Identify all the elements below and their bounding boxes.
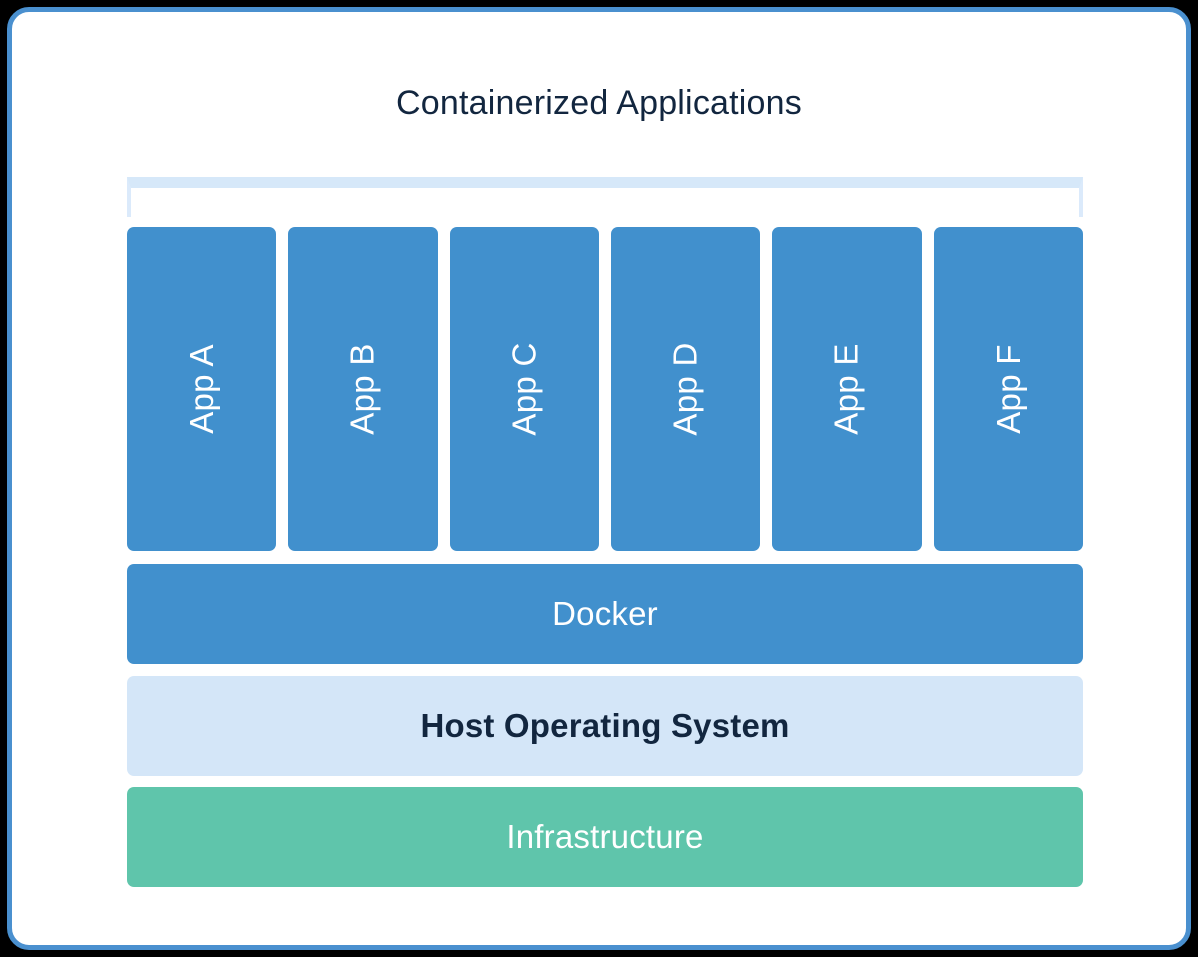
app-container-e-label: App E bbox=[827, 343, 865, 435]
app-container-row: App A App B App C App D App E App F bbox=[127, 227, 1083, 551]
containerized-apps-bracket bbox=[127, 177, 1083, 217]
app-container-b[interactable]: App B bbox=[288, 227, 438, 551]
diagram-card: Containerized Applications App A App B A… bbox=[7, 7, 1191, 950]
app-container-c[interactable]: App C bbox=[449, 227, 599, 551]
layer-docker-label: Docker bbox=[552, 595, 658, 632]
app-container-d-label: App D bbox=[666, 342, 704, 436]
layer-docker[interactable]: Docker bbox=[127, 564, 1083, 664]
app-container-f-label: App F bbox=[989, 344, 1027, 434]
layer-infrastructure-label: Infrastructure bbox=[506, 818, 704, 855]
app-container-d[interactable]: App D bbox=[610, 227, 761, 551]
app-container-a-label: App A bbox=[182, 344, 220, 434]
architecture-stack: App A App B App C App D App E App F Dock… bbox=[127, 177, 1083, 887]
layer-host-operating-system-label: Host Operating System bbox=[420, 707, 790, 744]
app-container-c-label: App C bbox=[505, 342, 543, 436]
app-container-b-label: App B bbox=[343, 343, 381, 435]
layer-host-operating-system[interactable]: Host Operating System bbox=[127, 676, 1083, 776]
app-container-f[interactable]: App F bbox=[933, 227, 1083, 551]
app-container-e[interactable]: App E bbox=[772, 227, 922, 551]
app-container-a[interactable]: App A bbox=[127, 227, 277, 551]
layer-infrastructure[interactable]: Infrastructure bbox=[127, 787, 1083, 887]
page-title: Containerized Applications bbox=[396, 84, 802, 122]
